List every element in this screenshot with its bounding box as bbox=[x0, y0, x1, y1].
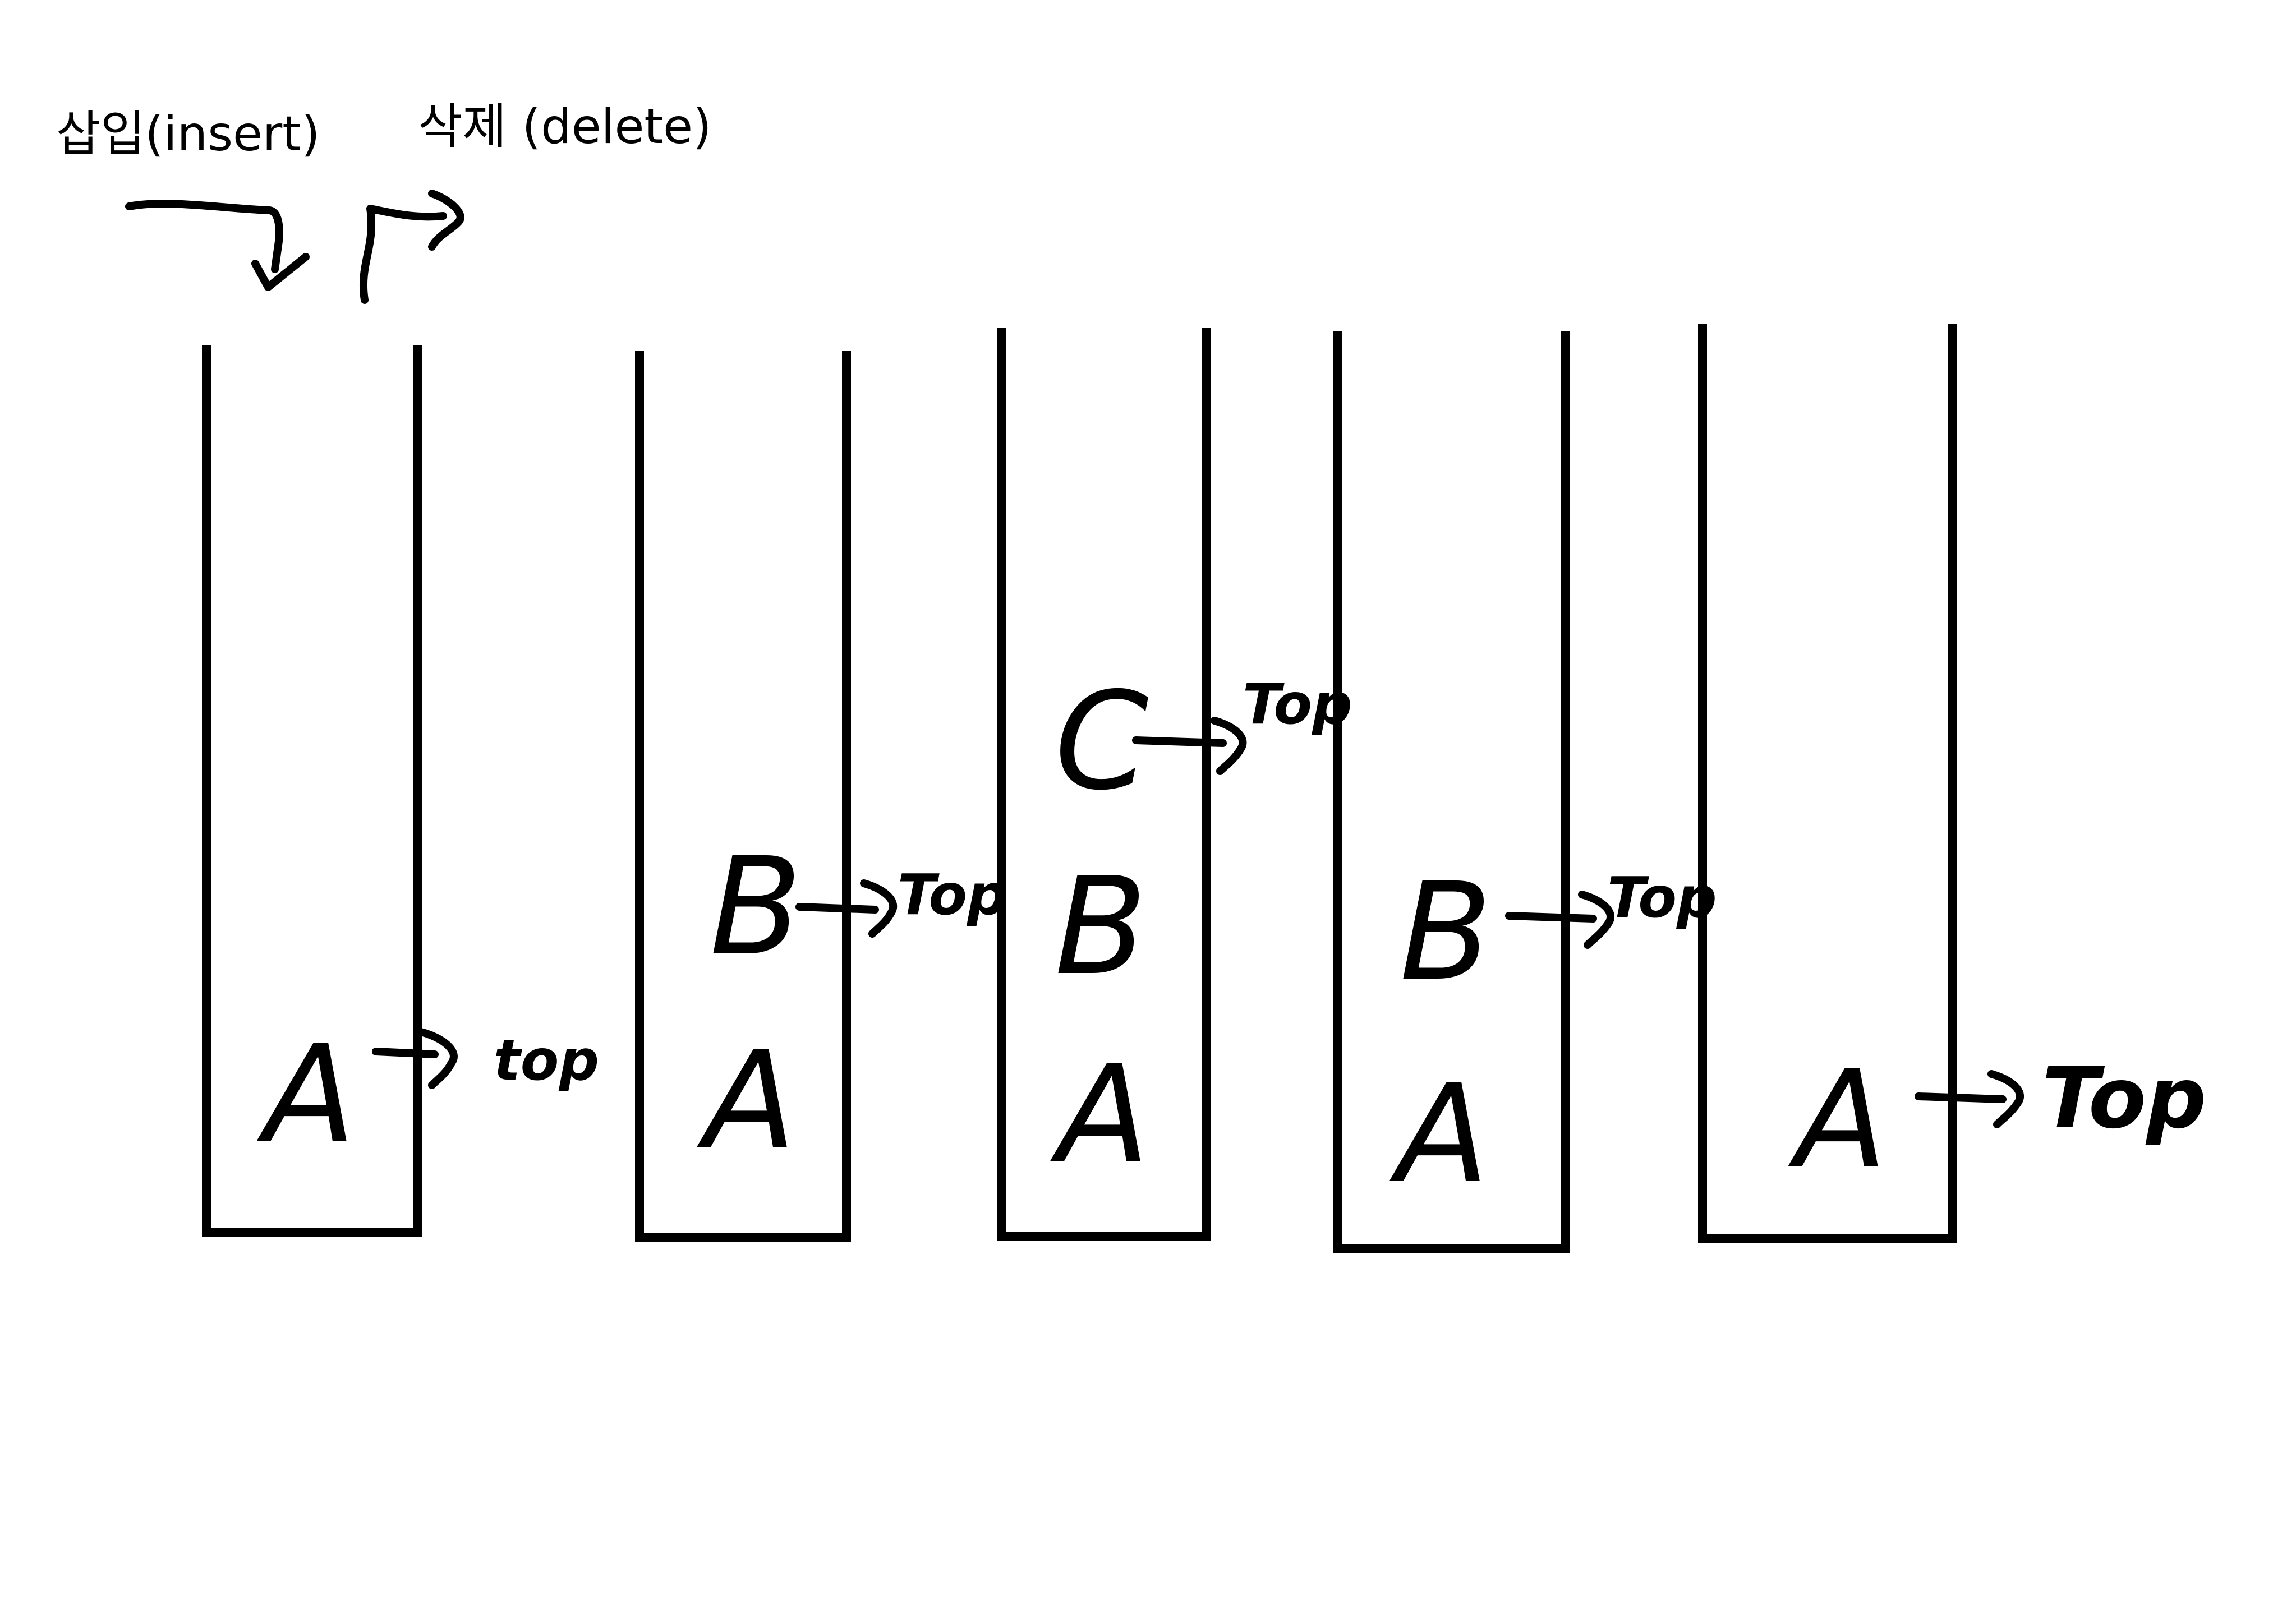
insert-arrow bbox=[125, 200, 310, 291]
top-arrow-icon bbox=[1132, 717, 1247, 775]
delete-arrow bbox=[359, 190, 464, 304]
top-label: Top bbox=[898, 862, 1007, 928]
top-label: top bbox=[494, 1027, 599, 1093]
top-arrow-icon bbox=[795, 879, 897, 938]
top-arrow-icon bbox=[372, 1028, 458, 1089]
insert-label: 삽입(insert) bbox=[56, 106, 320, 162]
stack-container-2 bbox=[635, 351, 851, 1242]
stack-2: A B Top bbox=[697, 828, 1007, 1179]
stack-item: B bbox=[1055, 848, 1147, 1005]
stack-container-3 bbox=[997, 328, 1211, 1241]
stack-5: A Top bbox=[1788, 1041, 2206, 1198]
stack-item: A bbox=[1389, 1055, 1489, 1212]
stack-1: A top bbox=[256, 1016, 599, 1173]
stack-item: A bbox=[1788, 1041, 1887, 1198]
top-label: Top bbox=[1243, 671, 1352, 737]
stack-4: A B Top bbox=[1389, 854, 1717, 1212]
delete-label: 삭제 (delete) bbox=[418, 99, 712, 155]
stack-container-4 bbox=[1333, 331, 1570, 1253]
top-label: Top bbox=[2042, 1050, 2206, 1147]
top-arrow-icon bbox=[1505, 891, 1614, 949]
stack-container-1 bbox=[202, 345, 422, 1237]
stack-3: A B C Top bbox=[1050, 663, 1352, 1193]
stack-item: B bbox=[710, 828, 802, 985]
stack-item: A bbox=[697, 1022, 796, 1179]
stack-item: A bbox=[1050, 1036, 1149, 1193]
stack-container-5 bbox=[1698, 324, 1957, 1243]
top-arrow-icon bbox=[1915, 1070, 2024, 1128]
top-label: Top bbox=[1607, 865, 1717, 930]
stack-item: B bbox=[1400, 854, 1492, 1011]
stack-item: A bbox=[256, 1016, 356, 1173]
